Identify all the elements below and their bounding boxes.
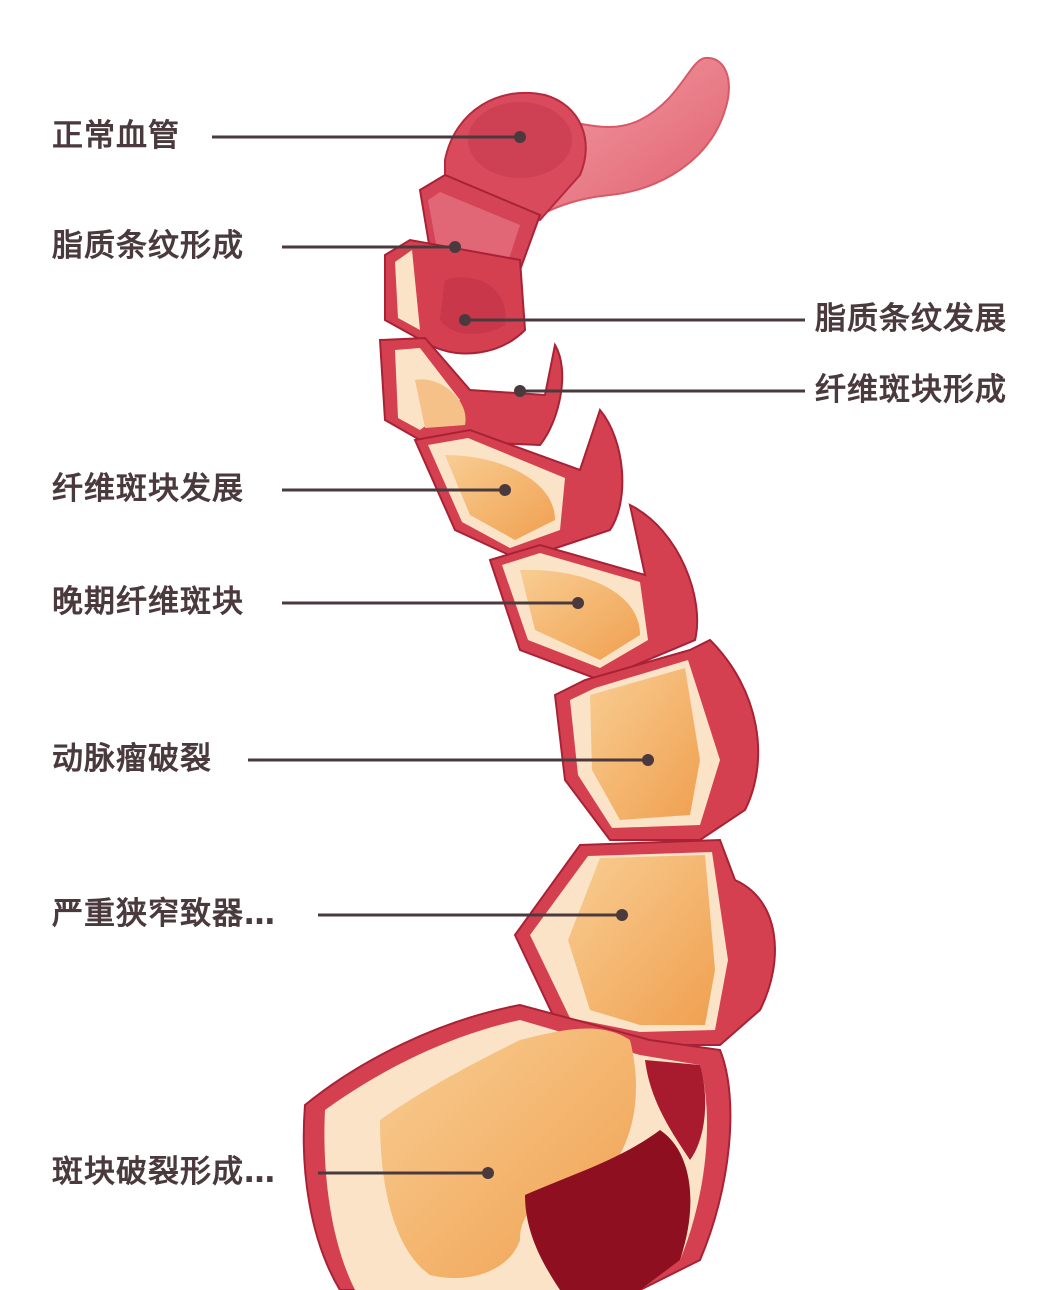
dot-severe-stenosis <box>616 909 628 921</box>
label-normal-vessel: 正常血管 <box>52 118 180 154</box>
label-atheroma-rupture: 动脉瘤破裂 <box>52 741 212 777</box>
dot-fatty-streak-development <box>459 314 471 326</box>
label-fibrous-plaque-formation: 纤维斑块形成 <box>815 372 1007 408</box>
dot-fatty-streak-formation <box>449 241 461 253</box>
leader-lines <box>212 135 805 1175</box>
label-fatty-streak-formation: 脂质条纹形成 <box>52 228 244 264</box>
dot-atheroma-rupture <box>642 754 654 766</box>
segment-severe-stenosis <box>513 838 776 1046</box>
segment-late-fibrous-plaque <box>488 503 699 682</box>
dot-normal-vessel <box>514 131 526 143</box>
label-severe-stenosis: 严重狭窄致器… <box>52 896 276 932</box>
label-fibrous-plaque-development: 纤维斑块发展 <box>52 471 244 507</box>
label-fatty-streak-development: 脂质条纹发展 <box>815 301 1007 337</box>
dot-late-fibrous-plaque <box>572 597 584 609</box>
label-late-fibrous-plaque: 晚期纤维斑块 <box>52 584 244 620</box>
label-plaque-rupture-formation: 斑块破裂形成… <box>52 1154 276 1190</box>
leader-dots <box>449 131 654 1179</box>
segment-atheroma-rupture <box>553 638 760 841</box>
dot-fibrous-plaque-development <box>499 484 511 496</box>
dot-plaque-rupture <box>482 1167 494 1179</box>
segment-fatty-streak-development <box>384 238 527 355</box>
segment-plaque-rupture <box>302 1003 732 1290</box>
segment-fibrous-plaque-development <box>413 407 624 562</box>
segment-fibrous-plaque-formation <box>378 336 564 447</box>
dot-fibrous-plaque-formation <box>514 385 526 397</box>
